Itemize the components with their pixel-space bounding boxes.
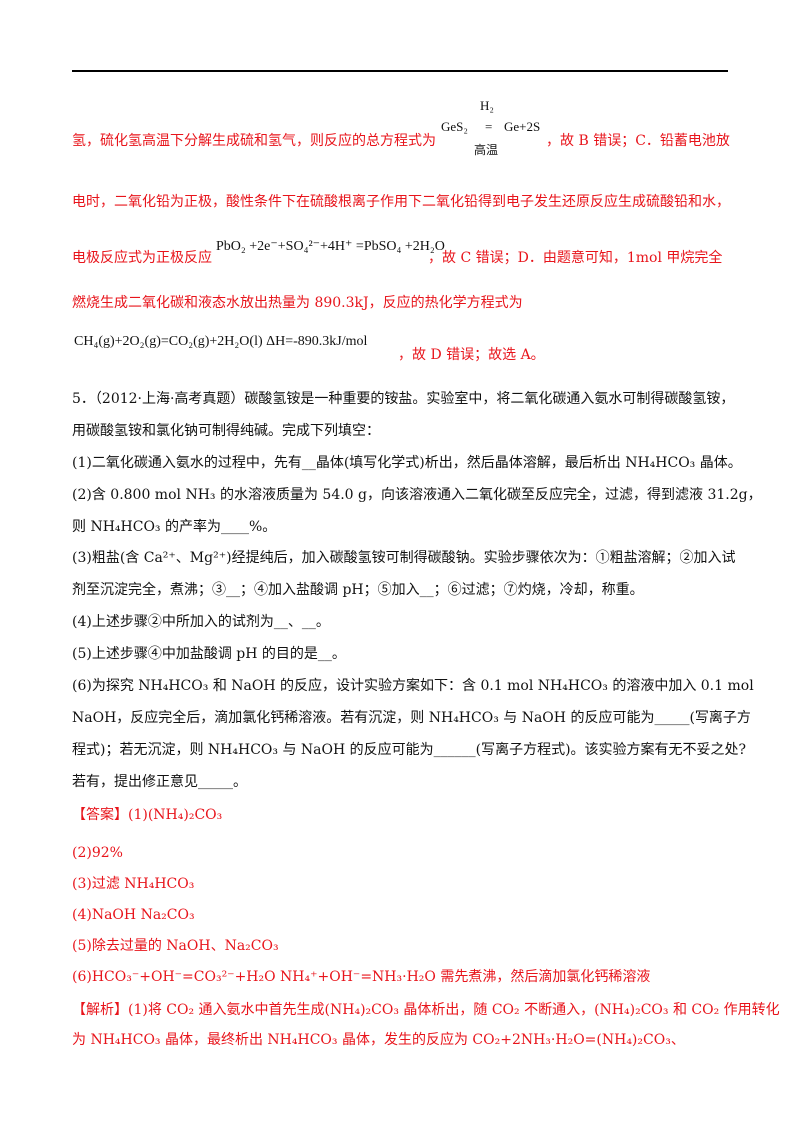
text-line: ，故 D 错误；故选 A。 — [398, 347, 545, 363]
equation-condition-bottom: 高温 — [474, 143, 499, 157]
question-line: 若有，提出修正意见_____。 — [72, 774, 247, 790]
text-line: 电时，二氧化铅为正极，酸性条件下在硫酸根离子作用下二氧化铅得到电子发生还原反应生… — [72, 194, 730, 210]
answer-line: 【答案】(1)(NH₄)₂CO₃ — [72, 807, 223, 823]
question-line: 5．（2012·上海·高考真题）碳酸氢铵是一种重要的铵盐。实验室中，将二氧化碳通… — [72, 391, 735, 407]
equation-condition-top: H₂ — [480, 98, 494, 113]
text-line: 氢，硫化氢高温下分解生成硫和氢气，则反应的总方程式为 — [72, 131, 436, 151]
text-segment: 电极反应式为正极反应 — [72, 250, 212, 266]
answer-line: (6)HCO₃⁻+OH⁻=CO₃²⁻+H₂O NH₄⁺+OH⁻=NH₃·H₂O … — [72, 969, 651, 985]
text-line: ，故 B 错误；C．铅蓄电池放 — [546, 131, 730, 151]
question-line: (2)含 0.800 mol NH₃ 的水溶液质量为 54.0 g，向该溶液通入… — [72, 487, 762, 503]
text-segment: 氢，硫化氢高温下分解生成硫和氢气，则反应的总方程式为 — [72, 133, 436, 149]
question-line: (5)上述步骤④中加盐酸调 pH 的目的是__。 — [72, 646, 346, 662]
header-rule — [72, 70, 728, 72]
equation: PbO₂ +2e⁻+SO₄²⁻+4H⁺ =PbSO₄ +2H₂O — [216, 239, 445, 254]
answer-line: (5)除去过量的 NaOH、Na₂CO₃ — [72, 938, 279, 954]
question-line: (6)为探究 NH₄HCO₃ 和 NaOH 的反应，设计实验方案如下：含 0.1… — [72, 678, 754, 694]
question-line: 用碳酸氢铵和氯化钠可制得纯碱。完成下列填空： — [72, 423, 380, 439]
equation-right: Ge+2S — [504, 119, 541, 134]
question-line: (1)二氧化碳通入氨水的过程中，先有__晶体(填写化学式)析出，然后晶体溶解，最… — [72, 455, 742, 471]
question-line: 程式)；若无沉淀，则 NH₄HCO₃ 与 NaOH 的反应可能为______(写… — [72, 742, 747, 758]
answer-line: (3)过滤 NH₄HCO₃ — [72, 876, 195, 892]
equation: CH₄(g)+2O₂(g)=CO₂(g)+2H₂O(l) ΔH=-890.3kJ… — [74, 334, 368, 349]
equation-equals: = — [485, 119, 493, 134]
equation-left: GeS₂ — [441, 119, 468, 134]
answer-line: (2)92% — [72, 845, 123, 861]
question-line: (3)粗盐(含 Ca²⁺、Mg²⁺)经提纯后，加入碳酸氢铵可制得碳酸钠。实验步骤… — [72, 550, 736, 566]
text-segment: ，故 C 错误；D．由题意可知，1mol 甲烷完全 — [428, 250, 723, 266]
question-line: (4)上述步骤②中所加入的试剂为__、__。 — [72, 614, 330, 630]
text-line: 电极反应式为正极反应 — [72, 248, 212, 268]
text-segment: ，故 B 错误；C．铅蓄电池放 — [546, 133, 730, 149]
answer-line: (4)NaOH Na₂CO₃ — [72, 907, 195, 923]
explanation-line: 为 NH₄HCO₃ 晶体，最终析出 NH₄HCO₃ 晶体，发生的反应为 CO₂+… — [72, 1032, 685, 1048]
text-line: ，故 C 错误；D．由题意可知，1mol 甲烷完全 — [428, 248, 722, 268]
explanation-line: 【解析】(1)将 CO₂ 通入氨水中首先生成(NH₄)₂CO₃ 晶体析出，随 C… — [72, 1002, 780, 1018]
question-line: NaOH，反应完全后，滴加氯化钙稀溶液。若有沉淀，则 NH₄HCO₃ 与 NaO… — [72, 710, 751, 726]
question-line: 剂至沉淀完全，煮沸；③__；④加入盐酸调 pH；⑤加入__；⑥过滤；⑦灼烧，冷却… — [72, 582, 644, 598]
question-line: 则 NH₄HCO₃ 的产率为____%。 — [72, 519, 277, 535]
text-line: 燃烧生成二氧化碳和液态水放出热量为 890.3kJ，反应的热化学方程式为 — [72, 295, 523, 311]
